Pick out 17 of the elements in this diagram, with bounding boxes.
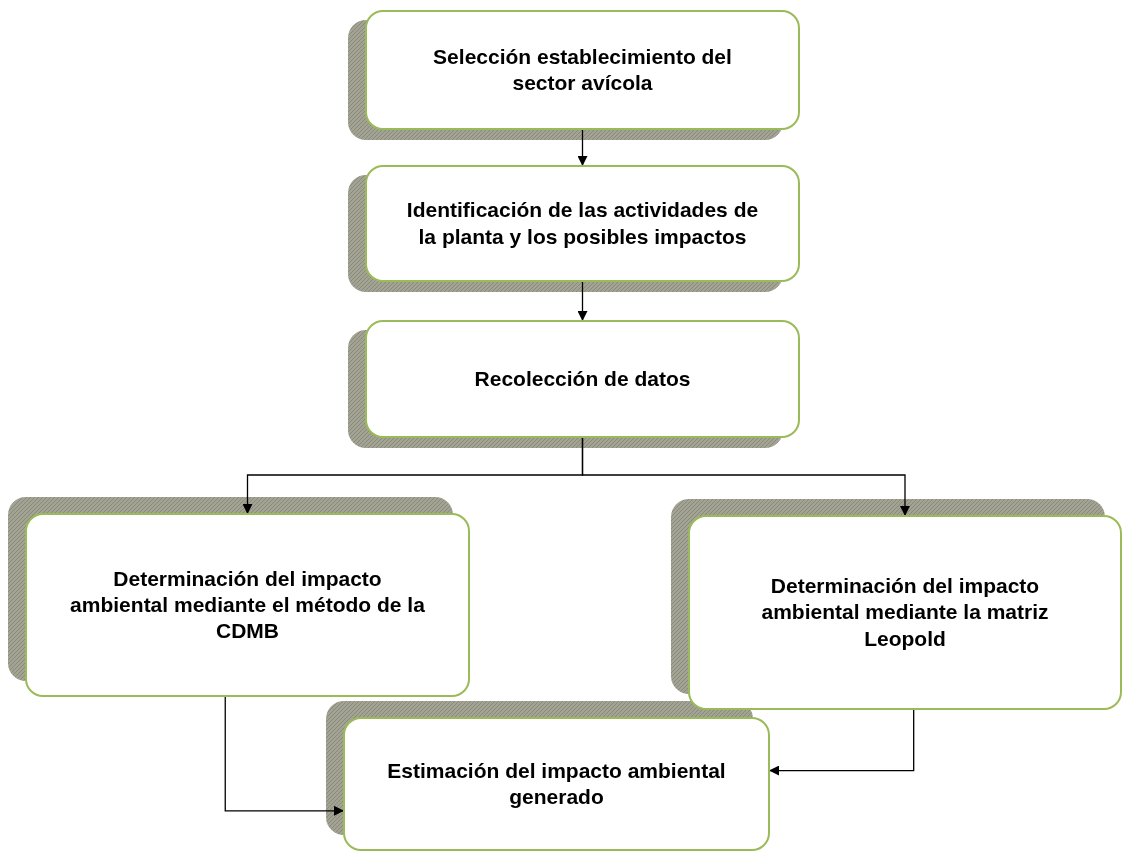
process-box <box>25 513 470 697</box>
process-box <box>365 320 800 438</box>
arrow <box>581 437 910 516</box>
box-label: Recolección de datos <box>474 365 691 392</box>
process-box <box>365 165 800 282</box>
arrow <box>577 129 588 166</box>
box-label: Estimación del impacto ambiental generado <box>386 757 727 810</box>
box-label: Selección establecimiento del sector avícola <box>432 43 733 96</box>
box-label: Determinación del impacto ambiental mediante el método de la CDMB <box>69 565 426 645</box>
process-box <box>688 515 1122 710</box>
process-box <box>343 717 770 851</box>
process-box <box>365 10 800 130</box>
box-label: Determinación del impacto ambiental mediante la matriz Leopold <box>760 573 1050 652</box>
arrow <box>769 709 915 776</box>
arrow <box>224 696 344 816</box>
box-label: Identificación de las actividades de la planta y los posibles impactos <box>405 197 760 250</box>
arrow <box>577 281 588 321</box>
